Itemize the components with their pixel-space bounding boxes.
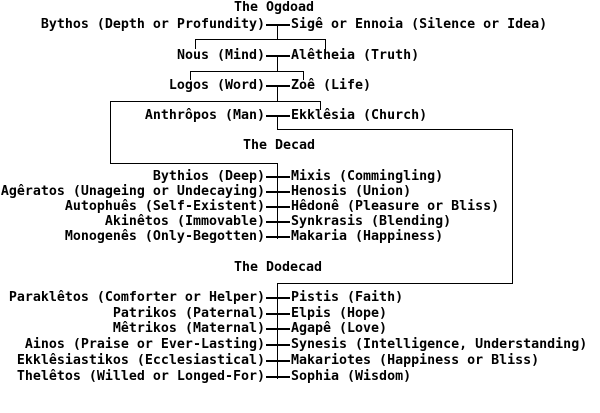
pair-connector-line: [266, 297, 290, 299]
tree-line-bracket3-right-tick: [320, 101, 321, 110]
aeon-left-parakletos: Paraklêtos (Comforter or Helper): [8, 290, 265, 305]
tree-line-dodecad-joint: [277, 283, 513, 284]
aeon-right-sige: Sigê or Ennoia (Silence or Idea): [291, 17, 548, 32]
aeon-right-ekklesia: Ekklêsia (Church): [291, 108, 428, 123]
pair-connector-line: [266, 360, 290, 362]
aeon-left-theletos: Thelêtos (Willed or Longed-For): [16, 369, 265, 384]
tree-line-stub-row3: [277, 86, 278, 102]
pair-connector-line: [266, 313, 290, 315]
tree-line-right-top: [277, 129, 513, 130]
pair-connector-line: [266, 376, 290, 378]
aeon-right-aletheia: Alêtheia (Truth): [291, 48, 420, 63]
pair-connector-line: [266, 236, 290, 238]
pair-connector-line: [266, 206, 290, 208]
tree-line-bracket1-right-tick: [325, 39, 326, 49]
aeon-left-patrikos: Patrikos (Paternal): [112, 306, 265, 321]
aeon-right-makaria: Makaria (Happiness): [291, 229, 444, 244]
pair-connector-line: [266, 85, 290, 87]
aeon-left-bythios: Bythios (Deep): [152, 169, 265, 184]
pair-connector-line: [266, 191, 290, 193]
tree-line-stub-row2: [277, 56, 278, 72]
tree-line-bracket2-left-tick: [190, 71, 191, 80]
tree-line-decad-spine: [277, 163, 278, 239]
section-title-decad: The Decad: [243, 138, 316, 153]
section-title-dodecad: The Dodecad: [234, 260, 323, 275]
aeon-right-makariotes: Makariotes (Happiness or Bliss): [291, 353, 540, 368]
pair-connector-line: [266, 176, 290, 178]
aeon-right-elpis: Elpis (Hope): [291, 306, 388, 321]
aeon-left-metrikos: Mêtrikos (Maternal): [112, 321, 265, 336]
section-title-ogdoad: The Ogdoad: [234, 0, 315, 15]
pair-connector-line: [266, 24, 290, 26]
aeon-left-nous: Nous (Mind): [176, 48, 265, 63]
tree-line-dodecad-spine: [277, 283, 278, 379]
aeon-right-agape: Agapê (Love): [291, 321, 388, 336]
aeon-right-hedone: Hêdonê (Pleasure or Bliss): [291, 199, 500, 214]
tree-line-decad-joint: [110, 163, 278, 164]
tree-line-bracket2-right-tick: [303, 71, 304, 80]
aeon-left-monogenes: Monogenês (Only-Begotten): [64, 229, 265, 244]
aeon-left-ekklesiastikos: Ekklêsiastikos (Ecclesiastical): [16, 353, 265, 368]
tree-line-bracket1-left-tick: [195, 39, 196, 49]
aeon-left-anthropos: Anthrôpos (Man): [144, 108, 265, 123]
tree-line-stub-row4: [277, 116, 278, 130]
tree-line-bracket1: [195, 39, 326, 40]
aeon-left-bythos: Bythos (Depth or Profundity): [40, 17, 265, 32]
aeon-right-mixis: Mixis (Commingling): [291, 169, 444, 184]
pair-connector-line: [266, 221, 290, 223]
pair-connector-line: [266, 55, 290, 57]
pair-connector-line: [266, 115, 290, 117]
tree-line-left-leg: [110, 101, 111, 164]
aeon-left-akinetos: Akinêtos (Immovable): [104, 214, 265, 229]
aeon-left-ageratos: Agêratos (Unageing or Undecaying): [0, 184, 265, 199]
aeon-left-logos: Logos (Word): [168, 78, 265, 93]
aeon-right-zoe: Zoê (Life): [291, 78, 372, 93]
tree-line-bracket2: [190, 71, 304, 72]
aeon-right-sophia: Sophia (Wisdom): [291, 369, 412, 384]
aeon-right-synesis: Synesis (Intelligence, Understanding): [291, 337, 588, 352]
aeon-left-autophues: Autophuês (Self-Existent): [64, 199, 265, 214]
tree-line-bracket3: [110, 101, 321, 102]
aeon-right-pistis: Pistis (Faith): [291, 290, 404, 305]
aeon-right-synkrasis: Synkrasis (Blending): [291, 214, 452, 229]
aeon-left-ainos: Ainos (Praise or Ever-Lasting): [24, 337, 265, 352]
tree-line-stub-row1: [277, 25, 278, 40]
aeon-right-henosis: Henosis (Union): [291, 184, 412, 199]
pair-connector-line: [266, 328, 290, 330]
pair-connector-line: [266, 344, 290, 346]
tree-line-right-vertical: [512, 129, 513, 284]
